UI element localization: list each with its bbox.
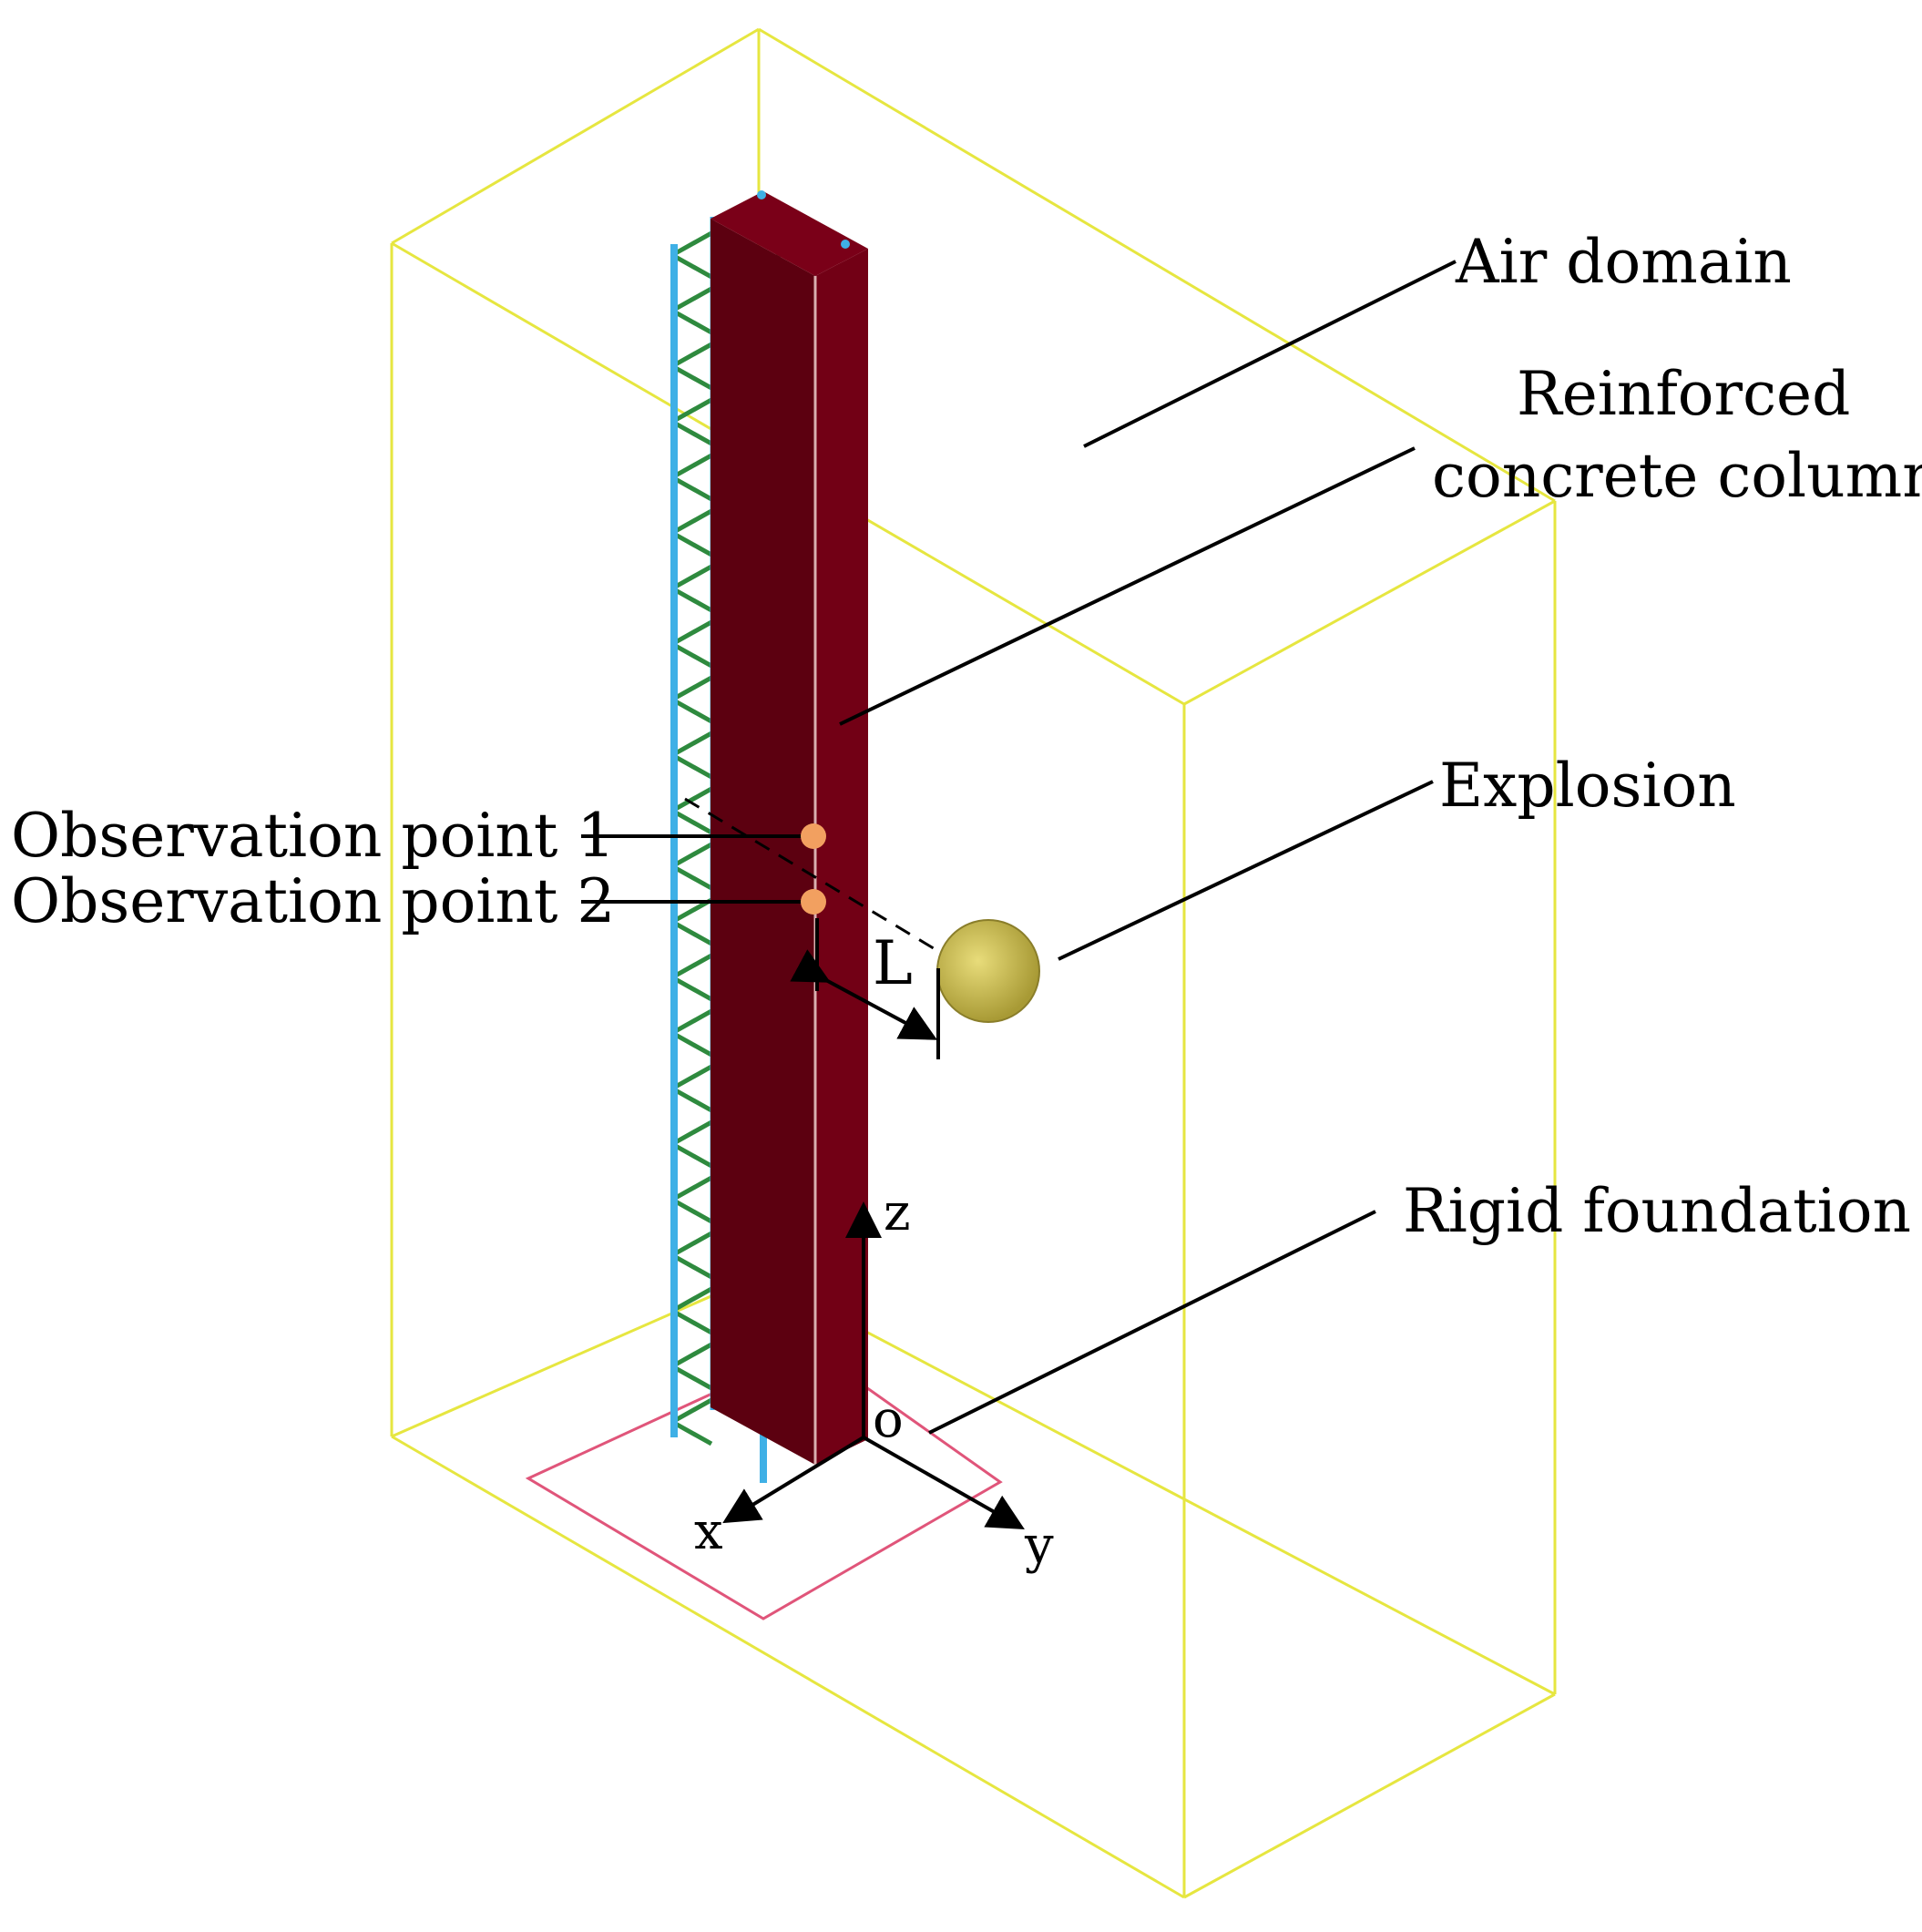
air-domain-edge (391, 1273, 760, 1438)
explosion-leader (1058, 780, 1434, 961)
air-domain-box (390, 27, 1557, 1899)
column-top-face (711, 191, 868, 276)
stirrup (670, 252, 713, 280)
x-axis-arrow (722, 1436, 865, 1524)
stirrup (670, 697, 713, 724)
stirrup (670, 1364, 713, 1391)
foundation-leader (928, 1210, 1376, 1435)
x-axis-label: x (694, 1502, 723, 1561)
stirrup (670, 308, 713, 335)
stirrup (670, 363, 713, 391)
stirrup (670, 419, 713, 446)
y-axis-arrow (863, 1436, 1025, 1529)
stirrup (670, 808, 713, 835)
obs1-label: Observation point 1 (11, 801, 615, 871)
column-front-face (711, 219, 815, 1465)
air-domain-edge (1183, 1692, 1556, 1899)
stirrup (670, 1086, 713, 1113)
air-domain-edge (1183, 499, 1556, 706)
explosion-label: Explosion (1439, 751, 1736, 821)
air-domain-leader (1083, 260, 1457, 448)
standoff-line (684, 797, 974, 974)
rebar-end-marker (757, 190, 766, 199)
stirrup (670, 1308, 713, 1335)
standoff-dimension (790, 918, 940, 1059)
obs2-label: Observation point 2 (11, 866, 615, 936)
coordinate-axes (722, 1201, 1025, 1529)
column-leader (839, 446, 1416, 726)
z-axis-label: z (884, 1183, 911, 1242)
stirrup (670, 475, 713, 502)
rigid-foundation-label: Rigid foundation (1403, 1176, 1911, 1246)
air-domain-edge (758, 27, 1556, 503)
column-side-face (815, 249, 868, 1465)
stirrup (670, 530, 713, 557)
rebar-end-marker (841, 240, 850, 249)
observation-point-1-marker (801, 823, 826, 849)
distance-label: L (873, 928, 913, 998)
air-domain-edge (758, 1273, 1556, 1696)
stirrup (670, 641, 713, 669)
observation-point-2-marker (801, 889, 826, 915)
stirrup (670, 1030, 713, 1058)
stirrup (670, 919, 713, 946)
stirrup (670, 1141, 713, 1169)
stirrup (670, 975, 713, 1002)
stirrup (670, 586, 713, 613)
origin-label: o (873, 1390, 904, 1449)
air-domain-edge (391, 1435, 1185, 1899)
concrete-column (711, 190, 868, 1465)
air-domain-edge (391, 27, 760, 245)
stirrup (670, 1419, 713, 1446)
y-axis-label: y (1024, 1516, 1054, 1575)
stirrup (670, 864, 713, 891)
air-domain-label: Air domain (1455, 227, 1792, 297)
column-label-line1: Reinforced (1517, 359, 1850, 429)
stirrup (670, 1252, 713, 1280)
dimension-arrow (790, 949, 938, 1040)
column-label-line2: concrete column (1432, 441, 1922, 511)
stirrup (670, 752, 713, 780)
stirrup (670, 1197, 713, 1224)
explosion-charge (936, 919, 1040, 1023)
